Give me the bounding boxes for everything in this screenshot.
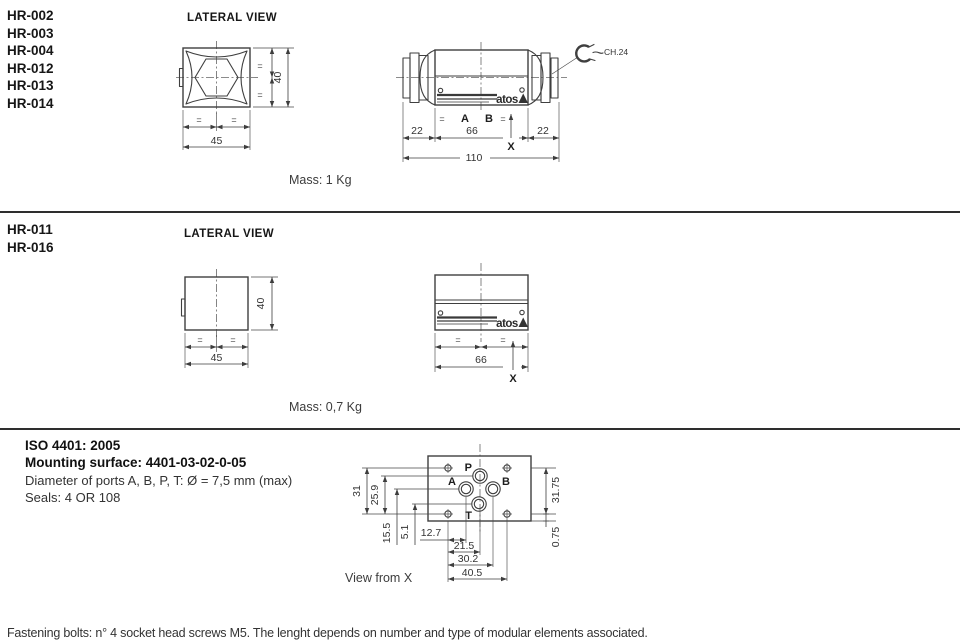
iso-standard-line: ISO 4401: 2005 [25, 438, 121, 453]
model-code: HR-003 [7, 25, 54, 41]
equal-mark: = [197, 335, 202, 345]
port-t-label: T [465, 510, 472, 522]
side-view-dimensions: = = 66 X [434, 333, 529, 385]
atos-triangle-icon [518, 317, 528, 327]
dim-width: 45 [211, 135, 223, 147]
side-view-dimensions: = A B = X 22 66 22 110 [402, 102, 560, 164]
dim-width: 45 [211, 352, 223, 364]
front-view-dimensions: 40 = = 45 [184, 276, 278, 368]
dim-25-9: 25.9 [369, 485, 381, 506]
axis-x-label: X [509, 373, 517, 385]
atos-triangle-icon [518, 93, 528, 103]
lateral-view-heading-top: LATERAL VIEW [187, 12, 277, 24]
front-view-dimensions: = = 40 = = 45 [182, 47, 294, 150]
model-code: HR-014 [7, 95, 54, 111]
model-code: HR-002 [7, 8, 54, 23]
dim-31: 31 [351, 485, 363, 497]
model-code: HR-013 [7, 78, 54, 94]
section-divider [0, 428, 960, 430]
front-view-square-drawing [176, 41, 258, 114]
dim-21-5: 21.5 [454, 540, 475, 552]
wrench-icon: CH.24 [551, 43, 628, 75]
dim-height: 40 [255, 298, 267, 310]
top-drawings: = = 40 = = 45 atos = A B [176, 41, 628, 164]
model-code: HR-016 [7, 239, 54, 255]
equal-mark: = [257, 61, 262, 71]
dim-5-1: 5.1 [399, 525, 411, 540]
section-divider [0, 211, 960, 213]
model-code: HR-012 [7, 60, 54, 76]
fastening-bolts-note: Fastening bolts: n° 4 socket head screws… [7, 626, 648, 640]
port-p-label: P [465, 462, 472, 474]
ports: P A B T [448, 462, 510, 522]
model-codes-mid: HR-011 HR-016 [7, 221, 54, 256]
model-codes-top: HR-002 HR-003 HR-004 HR-012 HR-013 HR-01… [7, 7, 54, 113]
dim-110: 110 [466, 152, 483, 164]
equal-mark: = [500, 114, 505, 124]
dim-40-5: 40.5 [462, 567, 483, 579]
front-view-square-drawing [180, 269, 249, 338]
equal-mark: = [257, 90, 262, 100]
dim-22-left: 22 [411, 125, 423, 137]
wrench-size-label: CH.24 [604, 47, 628, 57]
port-a-label: A [448, 476, 456, 488]
port-b-label: B [502, 476, 510, 488]
dim-66: 66 [466, 125, 478, 137]
seals-line: Seals: 4 OR 108 [25, 490, 121, 506]
equal-mark: = [500, 335, 505, 345]
mounting-surface-line: Mounting surface: 4401-03-02-0-05 [25, 455, 247, 471]
dim-31-75: 31.75 [550, 477, 562, 503]
equal-mark: = [230, 335, 235, 345]
equal-mark: = [455, 335, 460, 345]
dim-66: 66 [475, 354, 487, 366]
surface-dimensions-left: 31 25.9 15.5 5.1 [351, 467, 473, 545]
equal-mark: = [231, 115, 236, 125]
atos-logo-text: atos [496, 94, 518, 106]
lateral-view-heading-mid: LATERAL VIEW [184, 228, 274, 240]
surface-dimensions-right: 31.75 0.75 [531, 467, 562, 548]
axis-x-label: X [507, 141, 515, 153]
equal-mark: = [439, 114, 444, 124]
bolt-holes [443, 463, 512, 519]
ports-diameter-line: Diameter of ports A, B, P, T: Ø = 7,5 mm… [25, 472, 293, 488]
dim-0-75: 0.75 [550, 527, 562, 548]
mass-label-top: Mass: 1 Kg [289, 173, 352, 187]
dim-12-7: 12.7 [421, 527, 442, 539]
dim-height: 40 [272, 72, 284, 84]
dim-30-2: 30.2 [458, 553, 479, 565]
atos-logo-text: atos [496, 318, 518, 330]
dim-15-5: 15.5 [381, 523, 393, 544]
model-code: HR-011 [7, 222, 53, 237]
model-code: HR-004 [7, 43, 54, 59]
middle-drawings: 40 = = 45 atos = = 66 X [180, 263, 529, 385]
side-view-valve-drawing: atos [396, 42, 567, 112]
view-from-x-caption: View from X [345, 571, 413, 585]
port-a-label: A [461, 113, 469, 125]
dim-22-right: 22 [537, 125, 549, 137]
surface-dimensions-bottom: 12.7 21.5 30.2 40.5 [420, 497, 508, 582]
mass-label-mid: Mass: 0,7 Kg [289, 400, 362, 414]
side-view-body-drawing: atos [434, 263, 529, 342]
mounting-surface-drawing: P A B T 31 25.9 15.5 5.1 12.7 21.5 30.2 … [351, 444, 562, 582]
mounting-surface-info: ISO 4401: 2005 Mounting surface: 4401-03… [25, 437, 292, 507]
port-b-label: B [485, 113, 493, 125]
surface-outline [427, 444, 532, 532]
equal-mark: = [196, 115, 201, 125]
